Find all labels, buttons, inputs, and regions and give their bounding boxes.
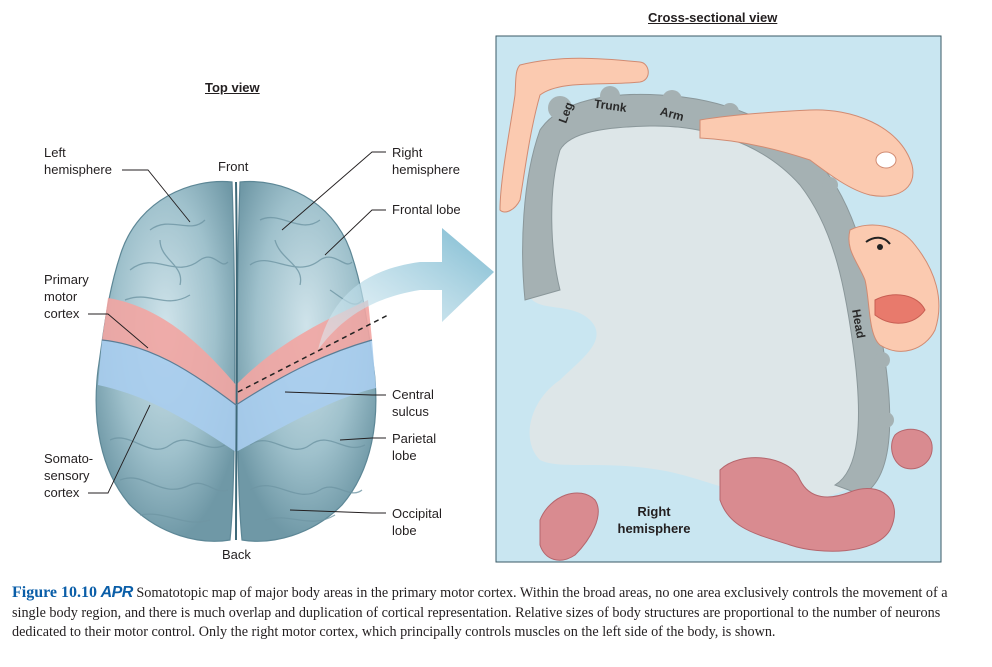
figure-caption: Figure 10.10 APR Somatotopic map of majo… [12, 583, 984, 643]
temporal-structure-left [539, 492, 599, 561]
brain-top-view [95, 180, 391, 542]
cross-section-panel: Leg Trunk Arm Head [495, 35, 942, 563]
temporal-structure-right [719, 457, 895, 552]
parietal-lobe-label: Parietal lobe [392, 431, 437, 463]
caption-text: Somatotopic map of major body areas in t… [12, 585, 948, 640]
homunculus-face [848, 224, 940, 352]
leg-label: Leg [556, 100, 576, 125]
right-hemisphere-section-label: Right hemisphere [617, 504, 691, 536]
central-sulcus-label: Central sulcus [392, 387, 434, 419]
somatosensory-cortex-band [98, 340, 376, 452]
white-matter [527, 116, 874, 501]
top-view-title: Top view [205, 80, 260, 95]
cross-section-title: Cross-sectional view [648, 10, 778, 25]
occipital-lobe-label: Occipital lobe [392, 506, 442, 538]
primary-motor-cortex-label: Primary motor cortex [44, 272, 89, 321]
frontal-lobe-label: Frontal lobe [392, 202, 461, 217]
homunculus-lips [874, 294, 926, 324]
left-hemisphere-label: Left hemisphere [44, 145, 112, 177]
homunculus-eye [865, 236, 891, 245]
arm-label: Arm [659, 104, 686, 124]
homunculus-arm [699, 109, 914, 197]
back-label: Back [222, 547, 251, 562]
head-label: Head [849, 308, 868, 339]
view-arrow [318, 228, 494, 350]
thumb-nail [875, 151, 897, 169]
somatosensory-cortex-label: Somato- sensory cortex [44, 451, 94, 500]
section-dashed-line [237, 313, 391, 393]
front-label: Front [218, 159, 249, 174]
leader-lines [88, 151, 386, 514]
small-structure [891, 428, 933, 470]
primary-motor-cortex-band [102, 298, 372, 405]
figure-number: Figure 10.10 [12, 584, 98, 601]
central-sulcus-line [101, 339, 373, 406]
homunculus-leg [499, 57, 649, 213]
eye-pupil [877, 244, 883, 250]
apr-badge[interactable]: APR [100, 584, 134, 601]
right-hemisphere-label: Right hemisphere [392, 145, 460, 177]
trunk-label: Trunk [593, 97, 628, 115]
longitudinal-fissure [235, 181, 238, 541]
